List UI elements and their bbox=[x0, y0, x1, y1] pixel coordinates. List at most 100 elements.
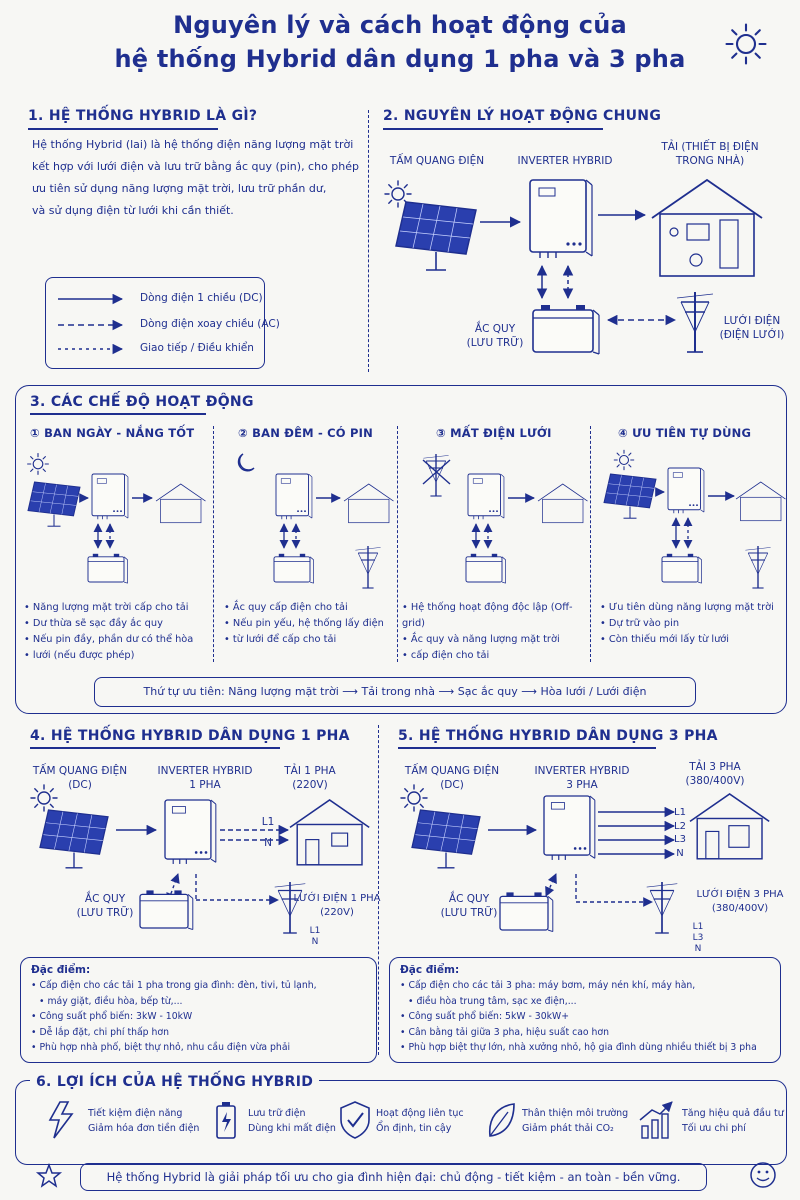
benefit-3-line1: Hoạt động liên tục bbox=[376, 1108, 464, 1119]
feature-item: điều hòa trung tâm, sạc xe điện,... bbox=[400, 994, 770, 1010]
mode-divider bbox=[213, 426, 214, 662]
s5-panel-label-line1: TẤM QUANG ĐIỆN bbox=[404, 765, 500, 777]
mode-3-title: ③ MẤT ĐIỆN LƯỚI bbox=[436, 426, 552, 440]
feature-item: Công suất phổ biến: 3kW - 10kW bbox=[31, 1009, 366, 1025]
s4-features-box: Đặc điểm: Cấp điện cho các tải 1 pha tro… bbox=[20, 957, 377, 1063]
mode-2-diagram bbox=[237, 453, 394, 589]
s5-grid-label-line2: (380/400V) bbox=[711, 903, 769, 914]
lightning-icon bbox=[48, 1101, 74, 1139]
s4-panel-label-line1: TẤM QUANG ĐIỆN bbox=[32, 765, 128, 777]
feature-item: Công suất phổ biến: 5kW - 30kW+ bbox=[400, 1009, 770, 1025]
s5-load-label: TẢI 3 PHA (380/400V) bbox=[670, 760, 760, 788]
mode-bullet: Ưu tiên dùng năng lượng mặt trời bbox=[600, 600, 780, 616]
mode-bullet: Ắc quy và năng lượng mặt trời bbox=[402, 632, 587, 648]
section-2-heading: 2. NGUYÊN LÝ HOẠT ĐỘNG CHUNG bbox=[383, 108, 662, 124]
s5-load-label-line1: TẢI 3 PHA bbox=[689, 761, 741, 773]
s4-n-label: N bbox=[264, 837, 272, 849]
mode-3-bullets: Hệ thống hoạt động độc lập (Off-grid) Ắc… bbox=[402, 600, 587, 664]
s4-l1-label: L1 bbox=[261, 816, 275, 828]
smiley-icon bbox=[750, 1162, 776, 1188]
star-icon bbox=[35, 1162, 63, 1188]
benefit-4: Thân thiện môi trường Giảm phát thải CO₂ bbox=[522, 1106, 628, 1136]
legend-comm-label: Giao tiếp / Điều khiển bbox=[140, 342, 254, 354]
desc-line: kết hợp với lưới điện và lưu trữ bằng ắc… bbox=[32, 160, 360, 173]
mode-bullet: Dự trữ vào pin bbox=[600, 616, 780, 632]
feature-item: máy giặt, điều hòa, bếp từ,... bbox=[31, 994, 366, 1010]
s5-grid-l1: L1 bbox=[692, 922, 704, 932]
dashed-arrow-icon bbox=[58, 319, 124, 331]
legend-comm: Giao tiếp / Điều khiển bbox=[58, 342, 254, 357]
s5-load-label-line2: (380/400V) bbox=[685, 775, 745, 787]
mode-4-diagram bbox=[603, 449, 786, 589]
s4-inverter-label-line1: INVERTER HYBRID bbox=[157, 765, 253, 777]
legend-dc: Dòng điện 1 chiều (DC) bbox=[58, 292, 263, 307]
mode-divider bbox=[590, 426, 591, 662]
benefit-4-line2: Giảm phát thải CO₂ bbox=[522, 1123, 614, 1134]
s5-features-box: Đặc điểm: Cấp điện cho các tải 3 pha: má… bbox=[389, 957, 781, 1063]
s5-phase-l1: L1 bbox=[674, 807, 686, 818]
s5-phase-l2: L2 bbox=[674, 820, 686, 832]
s5-phase-labels: L1 L2 L3 N bbox=[672, 806, 688, 860]
s4-grid-label: LƯỚI ĐIỆN 1 PHA (220V) bbox=[292, 892, 382, 920]
desc-line: Hệ thống Hybrid (lai) là hệ thống điện n… bbox=[32, 138, 354, 151]
section-6-heading: 6. LỢI ÍCH CỦA HỆ THỐNG HYBRID bbox=[30, 1074, 320, 1090]
s5-inverter-label-line2: 3 PHA bbox=[566, 779, 598, 791]
s4-grid-phases: L1 N bbox=[308, 926, 322, 948]
single-phase-diagram bbox=[30, 784, 370, 934]
section-4-heading: 4. HỆ THỐNG HYBRID DÂN DỤNG 1 PHA bbox=[30, 728, 350, 744]
s5-grid-n: N bbox=[694, 944, 702, 954]
inverter-label: INVERTER HYBRID bbox=[517, 155, 613, 167]
load-label-line2: TRONG NHÀ) bbox=[675, 155, 745, 167]
s5-phase-n: N bbox=[676, 847, 684, 859]
s5-grid-l3: L3 bbox=[692, 933, 704, 943]
benefit-1: Tiết kiệm điện năng Giảm hóa đơn tiền đi… bbox=[88, 1106, 199, 1136]
solid-arrow-icon bbox=[58, 293, 124, 305]
s5-panel-label: TẤM QUANG ĐIỆN (DC) bbox=[392, 764, 512, 792]
feature-item: Dễ lắp đặt, chi phí thấp hơn bbox=[31, 1025, 366, 1041]
mode-divider bbox=[397, 426, 398, 662]
s5-grid-phases: L1 L3 N bbox=[690, 922, 706, 955]
inverter-icon bbox=[529, 179, 593, 259]
benefit-2-line2: Dùng khi mất điện bbox=[248, 1123, 336, 1134]
title-line-2: hệ thống Hybrid dân dụng 1 pha và 3 pha bbox=[114, 45, 686, 73]
mode-2-bullets: Ắc quy cấp điện cho tải Nếu pin yếu, hệ … bbox=[224, 600, 394, 648]
mode-bullet: Ắc quy cấp điện cho tải bbox=[224, 600, 394, 616]
mode-1-diagram bbox=[27, 453, 206, 584]
section-5-underline bbox=[398, 747, 656, 749]
mode-bullet: Nếu pin yếu, hệ thống lấy điện bbox=[224, 616, 394, 632]
section-5-heading: 5. HỆ THỐNG HYBRID DÂN DỤNG 3 PHA bbox=[398, 728, 718, 744]
operating-modes-diagram bbox=[27, 449, 786, 589]
section-1-heading: 1. HỆ THỐNG HYBRID LÀ GÌ? bbox=[28, 108, 258, 124]
feature-item: Cấp điện cho các tải 1 pha trong gia đìn… bbox=[31, 978, 366, 994]
s5-battery-label-line2: (LƯU TRỮ) bbox=[440, 907, 498, 919]
s4-inverter-label-line2: 1 PHA bbox=[189, 779, 221, 791]
three-phase-diagram bbox=[400, 784, 770, 934]
s5-inverter-label: INVERTER HYBRID 3 PHA bbox=[522, 764, 642, 792]
shield-check-icon bbox=[340, 1101, 370, 1139]
mode-bullet: cấp điện cho tải bbox=[402, 648, 587, 664]
grid-label-line1: LƯỚI ĐIỆN bbox=[723, 315, 781, 327]
section-1-description: Hệ thống Hybrid (lai) là hệ thống điện n… bbox=[32, 134, 362, 222]
legend: Dòng điện 1 chiều (DC) Dòng điện xoay ch… bbox=[45, 277, 280, 369]
benefit-2: Lưu trữ điện Dùng khi mất điện bbox=[248, 1106, 336, 1136]
s5-features-title: Đặc điểm: bbox=[400, 964, 460, 976]
s4-features-list: Cấp điện cho các tải 1 pha trong gia đìn… bbox=[31, 978, 366, 1056]
benefit-5: Tăng hiệu quả đầu tư Tối ưu chi phí bbox=[682, 1106, 784, 1136]
s5-battery-label-line1: ẮC QUY bbox=[448, 893, 490, 905]
solar-panel-icon bbox=[395, 201, 477, 271]
mode-bullet: Năng lượng mặt trời cấp cho tải bbox=[24, 600, 209, 616]
growth-chart-icon bbox=[639, 1101, 673, 1139]
section-divider bbox=[378, 725, 379, 1055]
s4-load-label: TẢI 1 PHA (220V) bbox=[265, 764, 355, 792]
conclusion-statement: Hệ thống Hybrid là giải pháp tối ưu cho … bbox=[80, 1163, 707, 1191]
feature-item: Cấp điện cho các tải 3 pha: máy bơm, máy… bbox=[400, 978, 770, 994]
s4-grid-l1: L1 bbox=[309, 926, 321, 936]
s5-inverter-label-line1: INVERTER HYBRID bbox=[534, 765, 630, 777]
priority-order: Thứ tự ưu tiên: Năng lượng mặt trời ⟶ Tả… bbox=[94, 677, 696, 707]
s4-battery-label-line1: ẮC QUY bbox=[84, 893, 126, 905]
section-4-underline bbox=[30, 747, 280, 749]
benefit-4-line1: Thân thiện môi trường bbox=[522, 1108, 629, 1119]
legend-dc-label: Dòng điện 1 chiều (DC) bbox=[140, 292, 263, 304]
battery-label: ẮC QUY (LƯU TRỮ) bbox=[455, 322, 535, 350]
s5-battery-label: ẮC QUY (LƯU TRỮ) bbox=[424, 892, 514, 920]
